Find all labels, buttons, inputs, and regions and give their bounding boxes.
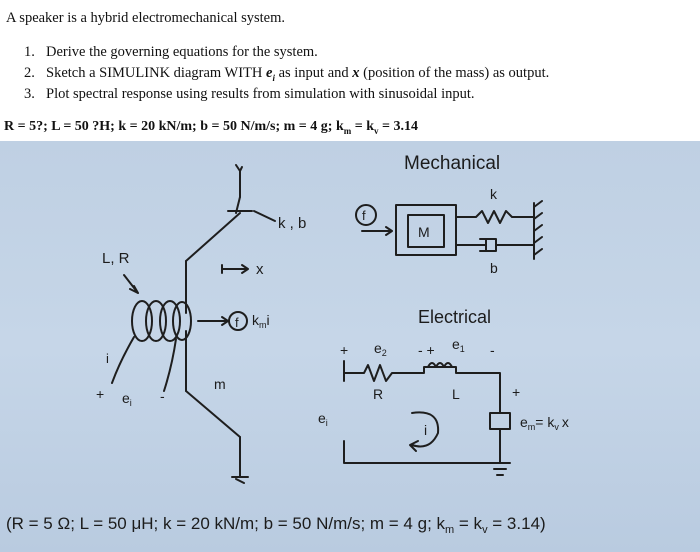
question-3: 3. Plot spectral response using results f… bbox=[24, 86, 475, 103]
damper-label: b bbox=[490, 260, 498, 276]
circuit-input-voltage: ei bbox=[318, 410, 328, 428]
figure-caption: (R = 5 Ω; L = 50 μH; k = 20 kN/m; b = 50… bbox=[6, 514, 546, 536]
svg-text:e2: e2 bbox=[374, 340, 387, 358]
question-number: 2. bbox=[24, 65, 35, 81]
question-number: 3. bbox=[24, 86, 35, 102]
k-b-label: k , b bbox=[278, 215, 306, 232]
problem-statement: A speaker is a hybrid electromechanical … bbox=[0, 0, 700, 140]
L-R-arrow bbox=[123, 274, 139, 294]
force-circle bbox=[228, 311, 248, 331]
svg-text:+: + bbox=[340, 342, 348, 358]
x-arrow bbox=[221, 264, 249, 274]
svg-text:+: + bbox=[96, 386, 104, 402]
question-2: 2. Sketch a SIMULINK diagram WITH ei as i… bbox=[24, 65, 549, 83]
input-voltage-label: ei bbox=[122, 390, 132, 408]
question-number: 1. bbox=[24, 44, 35, 60]
current-label: i bbox=[106, 351, 109, 366]
loop-current-label: i bbox=[424, 422, 427, 438]
force-label: f bbox=[235, 315, 239, 330]
parameter-line: R = 5?; L = 50 ?H; k = 20 kN/m; b = 50 N… bbox=[4, 119, 418, 136]
question-text-part: (position of the mass) as output. bbox=[359, 65, 550, 81]
svg-text:- +: - + bbox=[418, 342, 435, 358]
mass-block-label: M bbox=[418, 224, 430, 240]
svg-text:e1: e1 bbox=[452, 336, 465, 354]
mech-force-label: f bbox=[362, 208, 366, 223]
svg-text:-: - bbox=[490, 342, 495, 358]
input-symbol: e bbox=[266, 65, 273, 81]
mechanical-model: f M k b bbox=[355, 186, 543, 276]
question-text-part: as input and bbox=[274, 65, 353, 81]
electrical-heading: Electrical bbox=[418, 307, 491, 327]
km-i-label: kmi bbox=[252, 312, 270, 330]
resistor-label: R bbox=[373, 386, 383, 402]
spring-label: k bbox=[490, 186, 498, 202]
L-R-label: L, R bbox=[102, 250, 130, 267]
question-text: Plot spectral response using results fro… bbox=[46, 86, 475, 102]
question-text-part: Sketch a SIMULINK diagram WITH bbox=[46, 65, 266, 81]
svg-text:-: - bbox=[160, 388, 165, 404]
x-label: x bbox=[256, 261, 264, 278]
speaker-diagram: Mechanical k , b L, R x bbox=[6, 153, 569, 536]
coil-mass-label: m bbox=[214, 376, 226, 392]
svg-text:+: + bbox=[512, 384, 520, 400]
problem-intro: A speaker is a hybrid electromechanical … bbox=[6, 10, 286, 26]
handwritten-figure-photo: Mechanical k , b L, R x bbox=[0, 141, 700, 552]
input-symbol-subscript: i bbox=[272, 72, 275, 83]
output-symbol: x bbox=[352, 65, 360, 81]
question-text: Derive the governing equations for the s… bbox=[46, 44, 318, 60]
inductor-label: L bbox=[452, 386, 460, 402]
coil-drawing bbox=[111, 300, 192, 392]
question-1: 1. Derive the governing equations for the… bbox=[24, 44, 318, 61]
mechanical-heading: Mechanical bbox=[404, 153, 500, 174]
force-arrow bbox=[197, 316, 229, 326]
speaker-structure-drawing bbox=[185, 164, 276, 484]
